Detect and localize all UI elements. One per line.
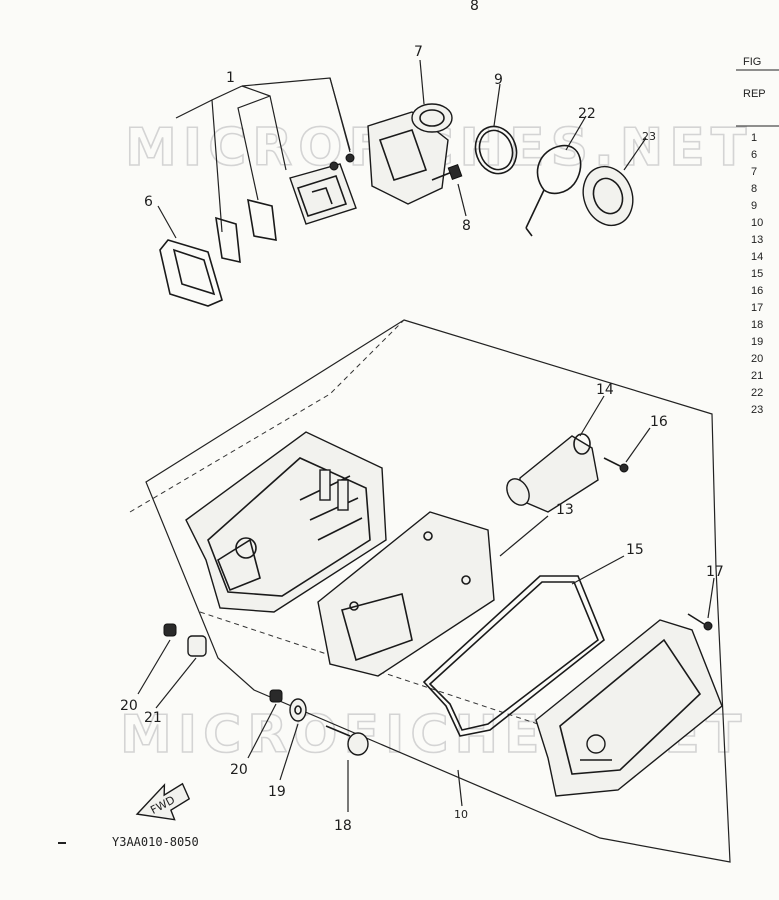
reference-number: 8	[751, 183, 758, 195]
callout-23: 23	[642, 130, 656, 143]
rep-header: REP	[743, 88, 766, 100]
air-cover	[535, 619, 723, 797]
callout-9: 9	[494, 72, 503, 88]
callout-7: 7	[414, 44, 423, 60]
grommet-18	[347, 732, 369, 756]
reference-number: 1	[751, 132, 758, 144]
callout-16: 16	[650, 414, 668, 430]
reference-number: 23	[751, 404, 764, 416]
reed-block	[289, 163, 357, 225]
sleeve-21	[187, 635, 207, 657]
reference-number: 16	[751, 285, 764, 297]
reference-number: 14	[751, 251, 764, 263]
reference-number: 18	[751, 319, 764, 331]
callout-15: 15	[626, 542, 644, 558]
spring-22	[536, 144, 582, 195]
screw-icon-2	[345, 153, 355, 163]
reed-plate-2	[247, 198, 277, 241]
reference-number: 15	[751, 268, 764, 280]
screw-16	[603, 457, 621, 467]
clamp-9	[474, 125, 518, 175]
callout-13: 13	[556, 502, 574, 518]
callout-20-center: 20	[230, 762, 248, 778]
callout-17: 17	[706, 564, 724, 580]
callout-8: 8	[462, 218, 471, 234]
callout-22: 22	[578, 106, 596, 122]
reed-plate	[215, 216, 241, 264]
boot-23	[582, 165, 634, 227]
callout-6: 6	[144, 194, 153, 210]
gasket-6	[159, 239, 223, 307]
element-13	[317, 511, 495, 677]
drawing-code: Y3AA010-8050	[112, 835, 199, 849]
air-cleaner-group	[129, 319, 731, 863]
callout-10: 10	[454, 808, 468, 821]
reference-number: 21	[751, 370, 764, 382]
callout-20-left: 20	[120, 698, 138, 714]
assembly-outline	[145, 319, 731, 863]
fwd-arrow-icon: FWD	[135, 782, 191, 821]
intake-manifold-7	[367, 111, 449, 205]
reference-number: 17	[751, 302, 764, 314]
header-mark: 8	[470, 0, 479, 14]
screw-icon	[329, 161, 339, 171]
callout-18: 18	[334, 818, 352, 834]
reference-number: 22	[751, 387, 764, 399]
nut-20-b	[269, 689, 283, 703]
reference-number: 9	[751, 200, 758, 212]
callout-1: 1	[226, 70, 235, 86]
reference-number: 6	[751, 149, 758, 161]
washer-19	[289, 698, 307, 722]
reference-number: 10	[751, 217, 764, 229]
reference-number: 7	[751, 166, 758, 178]
fig-header: FIG	[743, 56, 762, 68]
nut-20	[163, 623, 177, 637]
screw-17	[687, 613, 705, 625]
reference-number: 20	[751, 353, 764, 365]
callout-14: 14	[596, 382, 614, 398]
pipe-14	[519, 435, 599, 513]
bolt-8	[431, 171, 453, 181]
reed-valve-group	[157, 59, 647, 307]
reference-number: 13	[751, 234, 764, 246]
callout-21: 21	[144, 710, 162, 726]
callout-19: 19	[268, 784, 286, 800]
reference-number: 19	[751, 336, 764, 348]
seal-15	[422, 575, 605, 737]
air-case	[185, 431, 387, 613]
